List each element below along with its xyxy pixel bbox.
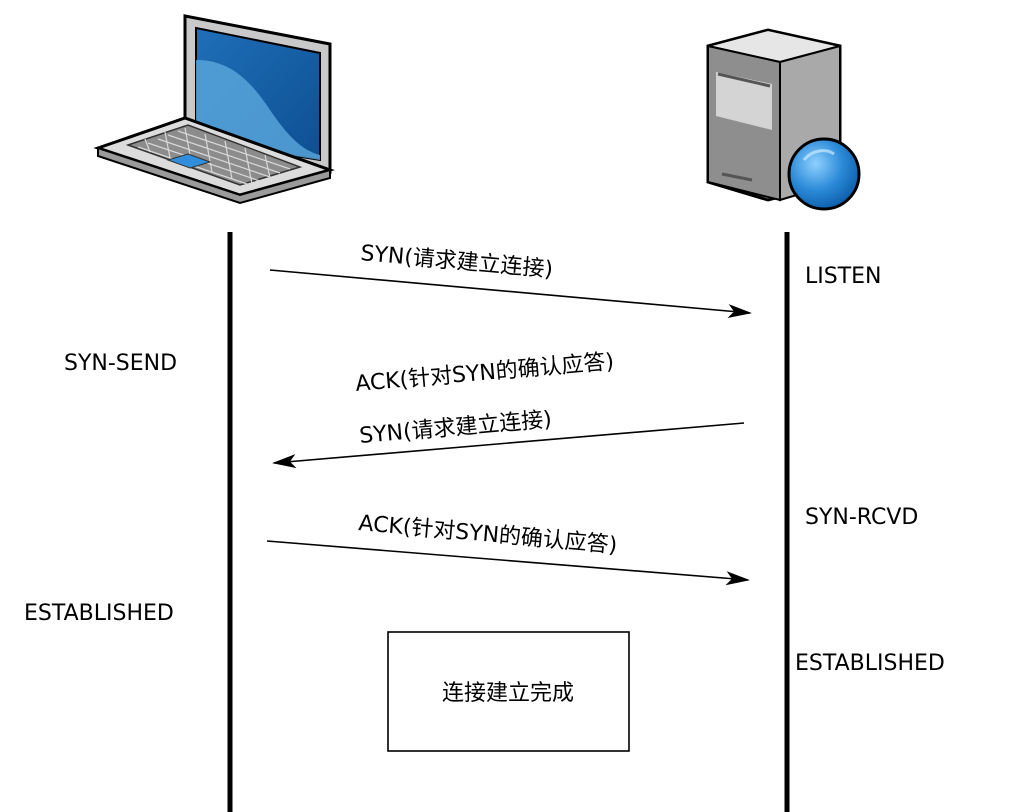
laptop-icon (93, 14, 335, 205)
second-ack-label: ACK(针对SYN的确认应答) (354, 349, 615, 397)
completion-text: 连接建立完成 (442, 681, 574, 706)
server-state-established: ESTABLISHED (795, 651, 945, 676)
completion-box: 连接建立完成 (387, 631, 630, 752)
client-state-established: ESTABLISHED (24, 601, 174, 626)
first-syn-label: SYN(请求建立连接) (359, 241, 553, 283)
second-syn-label: SYN(请求建立连接) (358, 407, 552, 449)
second-syn-ack-arrow (272, 422, 745, 469)
client-state-syn-send: SYN-SEND (64, 351, 177, 376)
third-ack-arrow (266, 540, 750, 586)
first-syn-arrow (269, 269, 752, 319)
server-state-syn-rcvd: SYN-RCVD (805, 505, 918, 530)
web-server-icon (706, 28, 861, 211)
server-state-listen: LISTEN (805, 264, 882, 289)
